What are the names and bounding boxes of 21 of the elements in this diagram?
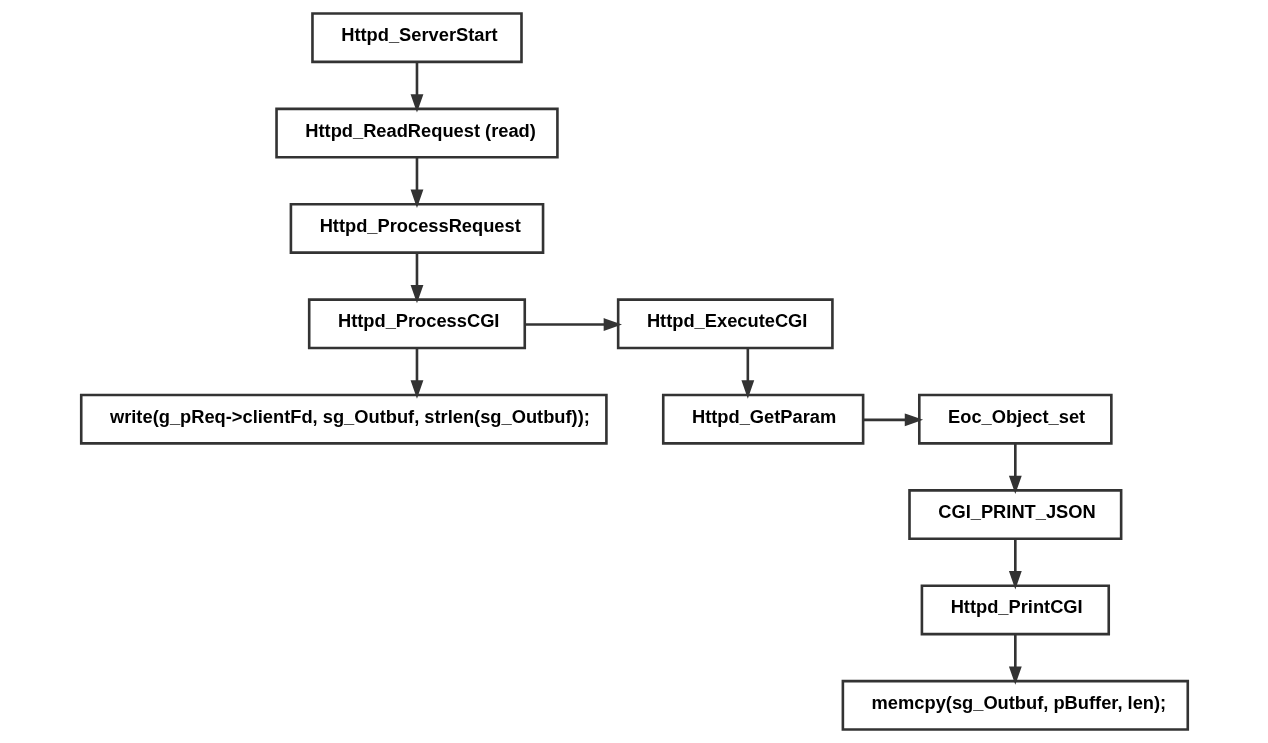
arrow [740,348,754,399]
node-box: Httpd_GetParam [661,393,864,445]
node-box: Httpd_ProcessCGI [307,298,526,350]
arrow [862,413,923,427]
node-box: Httpd_PrintCGI [920,584,1110,636]
arrow [410,62,423,113]
arrow [1008,634,1022,685]
arrow [1008,443,1022,494]
arrow [1008,539,1022,590]
node-box: Httpd_ServerStart [310,12,523,64]
node-box: Httpd_ReadRequest (read) [274,107,559,159]
node-box: write(g_pReq->clientFd, sg_Outbuf, strlen(sg_Outbuf)); [79,393,608,445]
node-box: memcpy(sg_Outbuf, pBuffer, len); [841,679,1189,731]
arrow [410,348,423,399]
arrow [410,253,423,304]
arrow [410,157,423,208]
arrow [524,318,622,331]
node-box: CGI_PRINT_JSON [907,489,1122,541]
node-box: Eoc_Object_set [917,393,1113,445]
node-box: Httpd_ExecuteCGI [616,298,834,350]
node-box: Httpd_ProcessRequest [289,202,544,254]
